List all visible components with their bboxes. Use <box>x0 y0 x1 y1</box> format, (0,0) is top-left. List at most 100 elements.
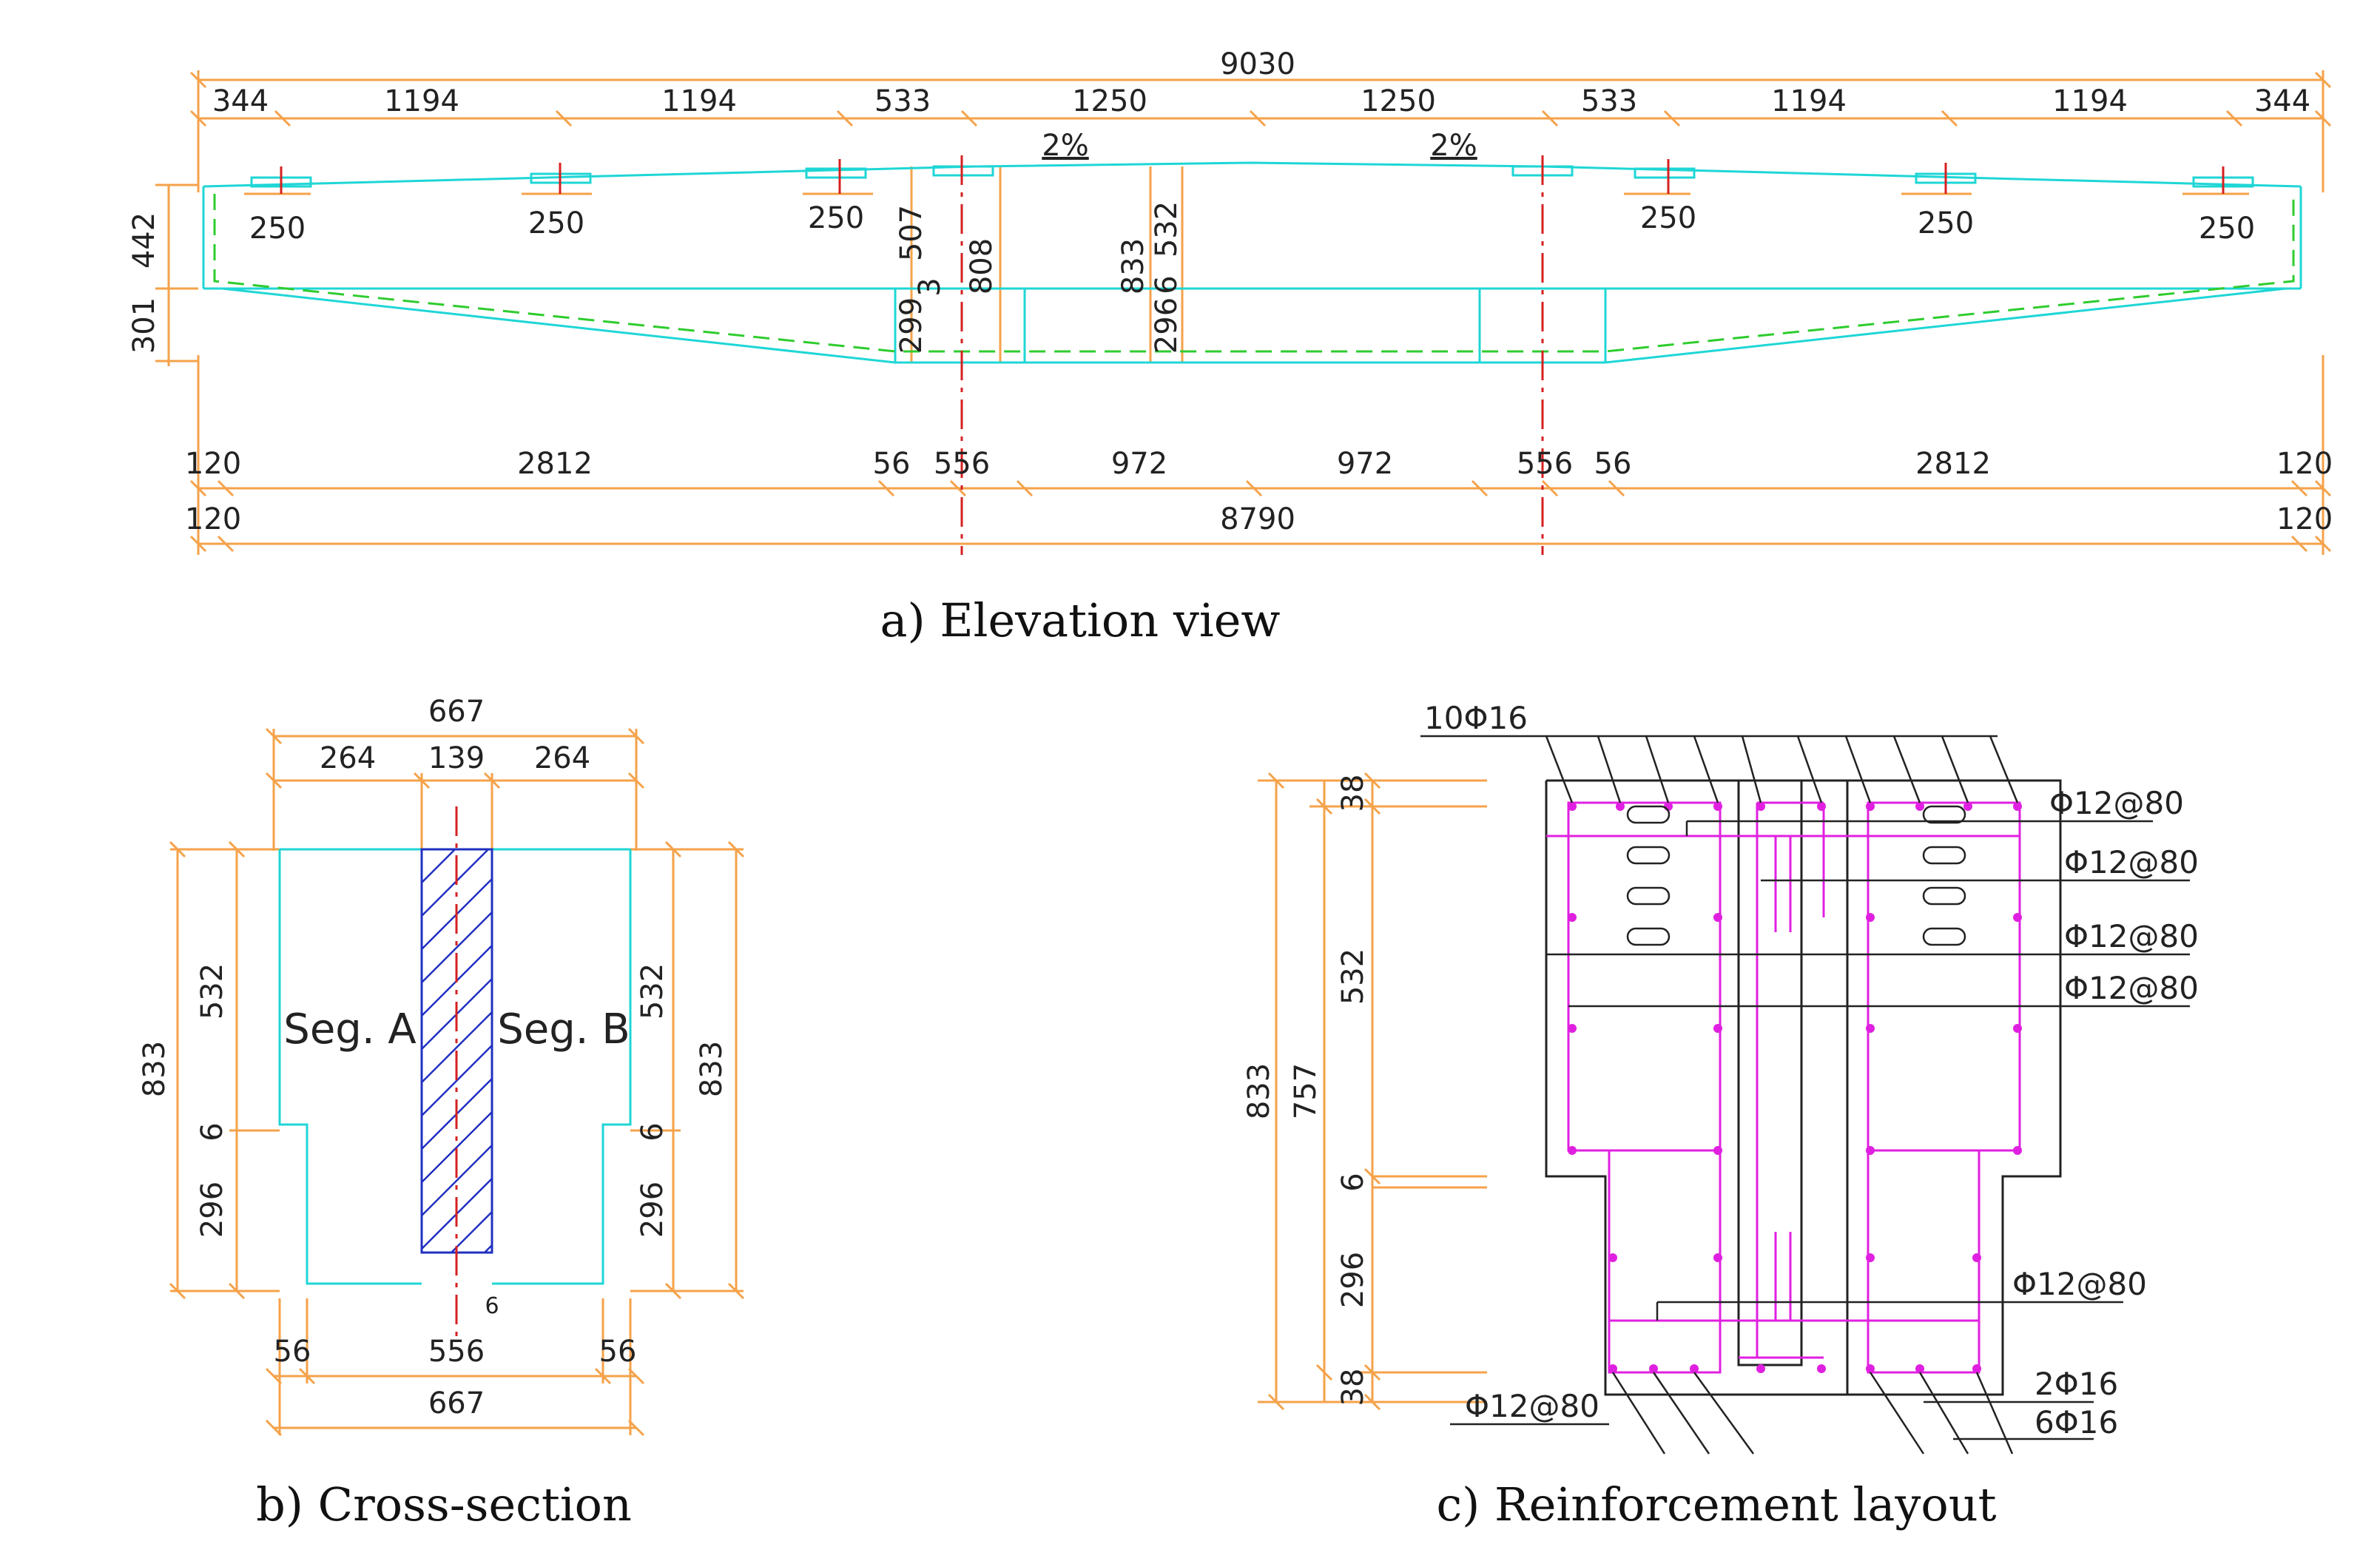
caption-reinforcement: c) Reinforcement layout <box>1436 1477 1996 1531</box>
dim-bottom-span: 56 <box>873 447 911 481</box>
dim-bottom-span: 2812 <box>1915 447 1991 481</box>
bearing-width: 250 <box>1640 201 1696 235</box>
dim-top-span: 533 <box>1581 84 1637 118</box>
dim-top-span: 1194 <box>384 84 459 118</box>
dim-bottom-span: 120 <box>2276 447 2333 481</box>
hatch-line <box>421 1011 493 1083</box>
dim-section-right-part: 532 <box>636 963 670 1019</box>
caption-elevation: a) Elevation view <box>880 593 1281 647</box>
dim-mid: 833 <box>1116 238 1150 294</box>
dim-mid: 6 <box>1150 275 1184 294</box>
reinforcement-view: 833 757 38 532 6 296 38 10Φ16 Φ12@80 Φ12… <box>1242 700 2199 1531</box>
dim-top-span: 1194 <box>661 84 737 118</box>
hatch-line <box>421 1111 493 1183</box>
slope-label-left: 2% <box>1042 129 1088 163</box>
section-dimension-lines <box>169 727 745 1437</box>
dim-section-right-part: 6 <box>636 1122 670 1141</box>
bearing-width: 250 <box>249 212 306 246</box>
reinforcement-section-outline <box>1545 779 2062 1396</box>
dim-top-span: 1250 <box>1072 84 1147 118</box>
dim-section-left-part: 6 <box>195 1122 229 1141</box>
dim-left-height: 301 <box>127 297 161 354</box>
dim-mid: 296 <box>1150 297 1184 354</box>
dim-top-span: 1194 <box>1771 84 1847 118</box>
hatch-line <box>421 849 456 883</box>
rebar-labels: 10Φ16 Φ12@80 Φ12@80 Φ12@80 Φ12@80 Φ12@80… <box>1424 700 2199 1440</box>
dim-section-top-part: 264 <box>320 741 376 775</box>
label-bottom-bars-a: 2Φ16 <box>2035 1366 2118 1402</box>
duct-holes <box>1626 805 1966 946</box>
leader-lines <box>1420 735 2190 1455</box>
label-stirrup: Φ12@80 <box>2064 918 2199 954</box>
dim-bottom-span: 2812 <box>517 447 593 481</box>
dim-section-right-part: 296 <box>636 1182 670 1238</box>
dim-section-right-total: 833 <box>695 1041 729 1097</box>
dim-top-span: 533 <box>874 84 931 118</box>
bearing-width: 250 <box>1918 206 1974 240</box>
hatch-line <box>421 1145 493 1216</box>
dim-section-bottom-total: 667 <box>428 1386 485 1420</box>
dim-rebar-cover-bottom: 38 <box>1336 1369 1370 1406</box>
elevation-girder-outline <box>202 161 2302 364</box>
dim-pier-left: 3 <box>913 277 947 296</box>
dim-section-left-total: 833 <box>138 1041 172 1097</box>
label-bottom-stirrup: Φ12@80 <box>1465 1388 1599 1424</box>
section-dimension-texts: 667 264 139 264 833 532 6 296 833 532 6 … <box>138 695 729 1420</box>
dim-section-left-part: 296 <box>195 1182 229 1238</box>
dim-left-height: 442 <box>127 212 161 269</box>
dim-bottom-span: 56 <box>1594 447 1632 481</box>
dim-bottom-total: 120 <box>185 502 241 536</box>
dim-section-top-total: 667 <box>428 695 485 729</box>
hatch-line <box>421 1045 493 1116</box>
bearing-width: 250 <box>528 206 584 240</box>
dim-section-bottom-part: 56 <box>274 1335 311 1369</box>
dim-rebar-part: 296 <box>1336 1252 1370 1308</box>
dim-bottom-span: 120 <box>185 447 241 481</box>
dim-section-bottom-gap: 6 <box>485 1293 499 1319</box>
dim-bottom-total: 8790 <box>1220 502 1295 536</box>
dim-section-bottom-part: 56 <box>599 1335 637 1369</box>
hatch-line <box>421 849 489 917</box>
dim-top-span: 344 <box>212 84 269 118</box>
dim-section-bottom-part: 556 <box>428 1335 485 1369</box>
label-stirrup: Φ12@80 <box>2049 785 2184 821</box>
reinforcement-dimension-texts: 833 757 38 532 6 296 38 <box>1242 775 1370 1406</box>
bearing-width: 250 <box>2199 212 2255 246</box>
reinforcement-dimension-lines <box>1258 772 1487 1411</box>
dim-rebar-inner: 757 <box>1289 1063 1323 1119</box>
dim-bottom-span: 972 <box>1111 447 1167 481</box>
label-bottom-bars-b: 6Φ16 <box>2035 1404 2118 1440</box>
dim-top-span: 344 <box>2254 84 2310 118</box>
dim-pier-left: 808 <box>965 238 999 294</box>
dim-bottom-span: 972 <box>1337 447 1393 481</box>
section-outline <box>278 848 632 1285</box>
dim-section-top-part: 264 <box>534 741 590 775</box>
label-top-bars: 10Φ16 <box>1424 700 1528 736</box>
caption-cross-section: b) Cross-section <box>256 1477 632 1531</box>
dim-bottom-span: 556 <box>1517 447 1573 481</box>
dim-bottom-span: 556 <box>934 447 990 481</box>
hatch-line <box>421 911 493 983</box>
segment-a-label: Seg. A <box>283 1005 416 1054</box>
elevation-centerlines <box>280 155 2225 555</box>
dim-top-span: 1250 <box>1361 84 1436 118</box>
label-stirrup: Φ12@80 <box>2064 970 2199 1006</box>
dim-rebar-part: 6 <box>1336 1173 1370 1191</box>
hatch-line <box>451 1211 493 1253</box>
dim-rebar-cover-top: 38 <box>1336 775 1370 812</box>
elevation-dimension-texts: 9030 344 1194 1194 533 1250 1250 533 119… <box>127 47 2333 536</box>
cross-section-view: 667 264 139 264 833 532 6 296 833 532 6 … <box>138 695 745 1531</box>
dim-mid: 532 <box>1150 201 1184 257</box>
elevation-view: 9030 344 1194 1194 533 1250 1250 533 119… <box>127 47 2333 647</box>
dim-top-span: 1194 <box>2052 84 2128 118</box>
bearing-width: 250 <box>808 201 864 235</box>
label-stirrup: Φ12@80 <box>2012 1266 2147 1302</box>
slope-label-right: 2% <box>1430 129 1477 163</box>
dim-total-top: 9030 <box>1220 47 1295 81</box>
segment-b-label: Seg. B <box>497 1005 630 1054</box>
dim-section-top-part: 139 <box>428 741 485 775</box>
dim-rebar-total: 833 <box>1242 1063 1276 1119</box>
dim-rebar-part: 532 <box>1336 948 1370 1005</box>
elevation-tendon <box>213 194 2295 353</box>
